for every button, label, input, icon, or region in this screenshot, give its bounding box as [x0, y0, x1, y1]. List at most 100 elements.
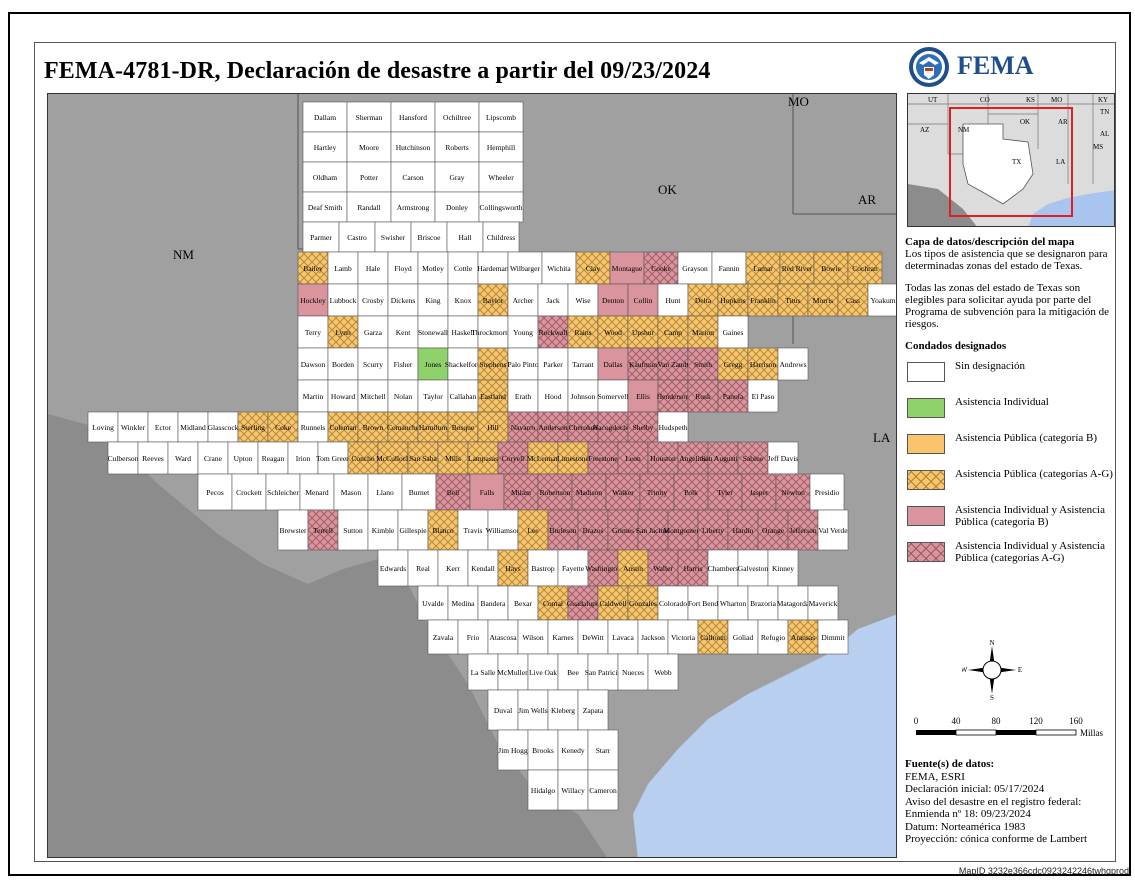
- svg-text:Randall: Randall: [357, 203, 380, 212]
- svg-text:El Paso: El Paso: [752, 392, 775, 401]
- svg-text:Haskell: Haskell: [452, 328, 475, 337]
- county-madison: Madison: [571, 473, 607, 511]
- compass-w: W: [962, 666, 968, 674]
- svg-text:Walker: Walker: [612, 488, 634, 497]
- svg-text:Yoakum: Yoakum: [870, 296, 895, 305]
- county-navarro: Navarro: [507, 411, 539, 443]
- county-denton: Denton: [597, 283, 629, 317]
- county-roberts: Roberts: [434, 131, 480, 163]
- county-terry: Terry: [297, 315, 329, 349]
- svg-text:Brown: Brown: [363, 423, 384, 432]
- county-shackelford: Shackelford: [445, 347, 481, 381]
- legend-swatch: [907, 470, 945, 490]
- county-jim-hogg: Jim Hogg: [497, 729, 529, 771]
- county-franklin: Franklin: [747, 283, 779, 317]
- svg-text:Young: Young: [513, 328, 533, 337]
- svg-text:Scurry: Scurry: [363, 360, 383, 369]
- compass-icon: N E S W: [961, 639, 1022, 702]
- svg-text:Lampasas: Lampasas: [468, 454, 498, 463]
- svg-text:Floyd: Floyd: [394, 264, 412, 273]
- svg-text:Gillespie: Gillespie: [399, 526, 427, 535]
- county-orange: Orange: [757, 509, 789, 551]
- scale-tick-label: 80: [992, 716, 1002, 726]
- svg-text:Washington: Washington: [585, 564, 621, 573]
- county-brazos: Brazos: [577, 509, 609, 551]
- county-austin: Austin: [617, 549, 649, 587]
- svg-text:Wheeler: Wheeler: [488, 173, 514, 182]
- county-wilbarger: Wilbarger: [507, 251, 543, 285]
- compass-n: N: [989, 640, 994, 647]
- county-aransas: Aransas: [787, 619, 819, 655]
- svg-text:Lamar: Lamar: [753, 264, 773, 273]
- locator-label-al: AL: [1100, 130, 1109, 138]
- svg-text:Liberty: Liberty: [702, 526, 724, 535]
- svg-text:Loving: Loving: [92, 423, 114, 432]
- county-throckmorton: Throckmorton: [471, 315, 515, 349]
- source-line-2: Declaración inicial: 05/17/2024: [905, 783, 1045, 795]
- svg-text:Culberson: Culberson: [108, 454, 139, 463]
- legend-swatch: [907, 362, 945, 382]
- svg-text:Hudspeth: Hudspeth: [659, 423, 688, 432]
- svg-text:Smith: Smith: [694, 360, 712, 369]
- svg-text:Wood: Wood: [604, 328, 622, 337]
- county-bowie: Bowie: [813, 251, 849, 285]
- county-limestone: Limestone: [557, 441, 589, 475]
- county-uvalde: Uvalde: [417, 585, 449, 621]
- svg-text:Caldwell: Caldwell: [599, 599, 626, 608]
- county-carson: Carson: [390, 161, 436, 193]
- source-line-4: Enmienda nº 18: 09/23/2024: [905, 808, 1031, 820]
- svg-text:Stonewall: Stonewall: [418, 328, 448, 337]
- svg-text:Crockett: Crockett: [236, 488, 263, 497]
- legend-item-pa-b: Asistencia Pública (categoría B): [905, 430, 1115, 464]
- county-erath: Erath: [507, 379, 539, 413]
- svg-text:Grimes: Grimes: [612, 526, 634, 535]
- county-blanco: Blanco: [427, 509, 459, 551]
- svg-text:Austin: Austin: [623, 564, 643, 573]
- svg-text:Shelby: Shelby: [633, 423, 654, 432]
- county-dallas: Dallas: [597, 347, 629, 381]
- county-nueces: Nueces: [617, 653, 649, 691]
- svg-text:Eastland: Eastland: [480, 392, 506, 401]
- county-la-salle: La Salle: [467, 653, 499, 691]
- county-king: King: [417, 283, 449, 317]
- svg-text:Mason: Mason: [341, 488, 362, 497]
- county-young: Young: [507, 315, 539, 349]
- county-atascosa: Atascosa: [487, 619, 519, 655]
- county-mcculloch: McCulloch: [376, 441, 410, 475]
- svg-text:Henderson: Henderson: [657, 392, 690, 401]
- county-wise: Wise: [567, 283, 599, 317]
- county-sutton: Sutton: [337, 509, 369, 551]
- svg-text:Van Zandt: Van Zandt: [657, 360, 689, 369]
- svg-text:Sterling: Sterling: [241, 423, 265, 432]
- svg-text:Orange: Orange: [762, 526, 785, 535]
- county-moore: Moore: [346, 131, 392, 163]
- svg-text:Moore: Moore: [359, 143, 380, 152]
- county-callahan: Callahan: [447, 379, 479, 413]
- county-dimmit: Dimmit: [817, 619, 849, 655]
- county-hemphill: Hemphill: [478, 131, 524, 163]
- legend-swatch: [907, 398, 945, 418]
- locator-label-tx: TX: [1012, 158, 1021, 166]
- county-clay: Clay: [575, 251, 611, 285]
- svg-text:Milam: Milam: [511, 488, 531, 497]
- svg-text:Jim Hogg: Jim Hogg: [498, 746, 528, 755]
- svg-text:Fayette: Fayette: [562, 564, 585, 573]
- svg-text:Terry: Terry: [305, 328, 321, 337]
- county-hunt: Hunt: [657, 283, 689, 317]
- county-delta: Delta: [687, 283, 719, 317]
- county-jasper: Jasper: [741, 473, 777, 511]
- svg-text:Briscoe: Briscoe: [418, 233, 442, 242]
- svg-text:Lynn: Lynn: [335, 328, 351, 337]
- county-freestone: Freestone: [587, 441, 619, 475]
- county-waller: Waller: [647, 549, 679, 587]
- svg-text:Coke: Coke: [275, 423, 292, 432]
- source-line-1: FEMA, ESRI: [905, 770, 965, 783]
- svg-text:Kimble: Kimble: [372, 526, 395, 535]
- svg-text:Crane: Crane: [204, 454, 223, 463]
- legend-label: Asistencia Individual y Asistencia Públi…: [955, 504, 1105, 528]
- county-dallam: Dallam: [302, 101, 348, 133]
- county-montague: Montague: [609, 251, 645, 285]
- svg-text:Bee: Bee: [567, 668, 579, 677]
- svg-text:Rockwall: Rockwall: [539, 328, 568, 337]
- svg-text:Presidio: Presidio: [815, 488, 840, 497]
